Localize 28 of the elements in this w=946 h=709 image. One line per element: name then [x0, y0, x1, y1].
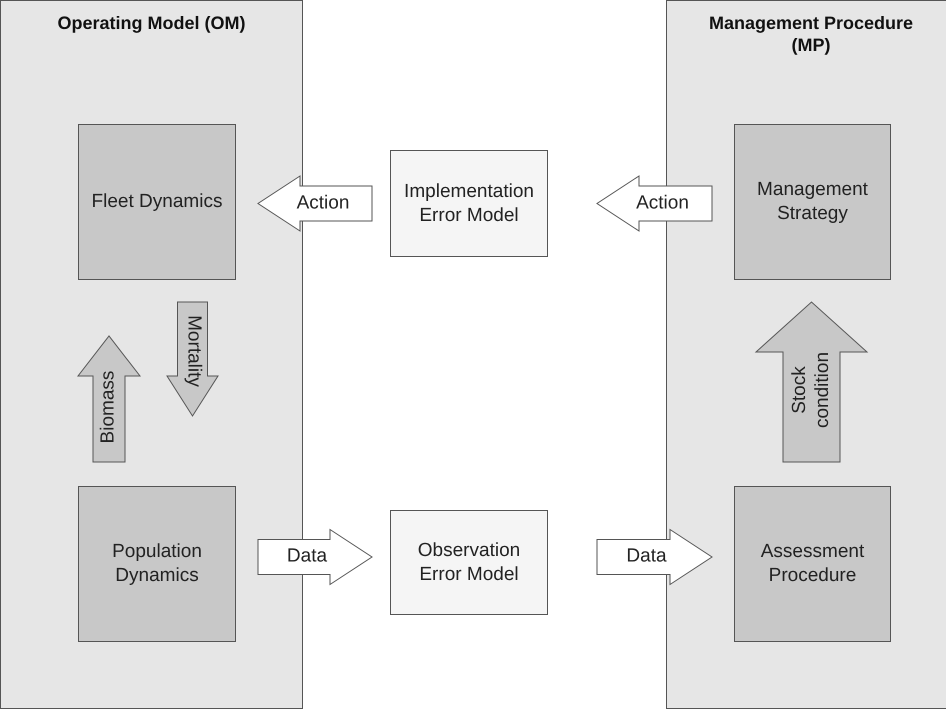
process-box: [78, 486, 236, 642]
edge-label: Action: [296, 192, 350, 215]
box-label: Observation Error Model: [416, 538, 522, 586]
edge-label: Data: [286, 546, 328, 568]
box-label: Implementation Error Model: [403, 180, 535, 228]
block-arrow: [258, 528, 373, 586]
panel-title: Management Procedure (MP): [708, 13, 914, 56]
edge-label: Mortality: [182, 314, 204, 389]
block-arrow: [166, 302, 219, 417]
box-label: Management Strategy: [756, 178, 869, 226]
process-box: [78, 124, 236, 280]
block-arrow: [596, 528, 713, 586]
process-box: [390, 510, 548, 615]
process-box: [734, 486, 891, 642]
block-arrow: [754, 301, 868, 462]
edge-label: Stock condition: [788, 350, 834, 430]
panel-title: Operating Model (OM): [56, 13, 246, 35]
edge-label: Biomass: [98, 370, 120, 446]
edge-label: Data: [626, 546, 667, 568]
block-arrow: [76, 335, 142, 462]
process-box: [390, 150, 548, 257]
box-label: Assessment Procedure: [760, 540, 866, 588]
box-label: Population Dynamics: [111, 540, 203, 588]
block-arrow: [596, 175, 712, 232]
box-label: Fleet Dynamics: [90, 190, 224, 214]
edge-label: Action: [636, 192, 689, 215]
process-box: [734, 124, 891, 280]
block-arrow: [257, 175, 372, 232]
